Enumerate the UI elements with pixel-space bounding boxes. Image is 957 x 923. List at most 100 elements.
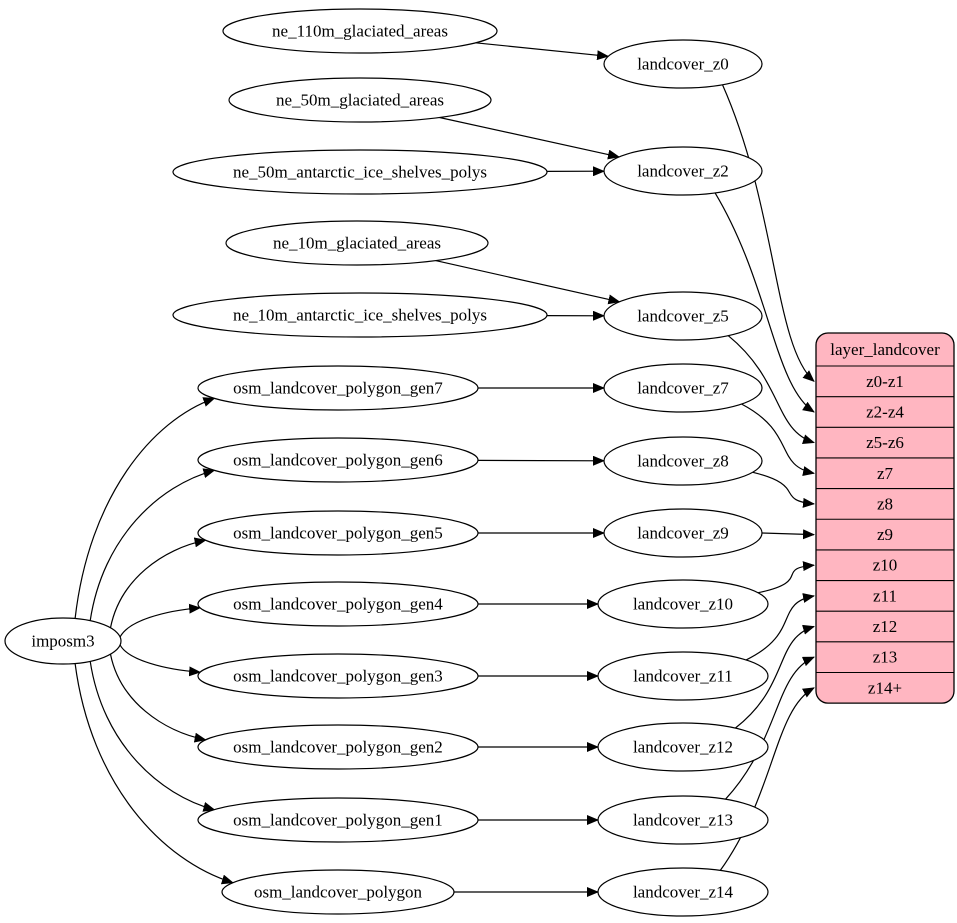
node-label-ne_110m_glaciated_areas: ne_110m_glaciated_areas (272, 22, 448, 41)
node-landcover_z13: landcover_z13 (597, 795, 769, 845)
edge-landcover_z2-to-layer_landcover-z2-z4 (714, 192, 815, 413)
node-label-osm_landcover_polygon_gen7: osm_landcover_polygon_gen7 (233, 379, 443, 398)
node-label-osm_landcover_polygon_gen5: osm_landcover_polygon_gen5 (233, 524, 443, 543)
node-landcover_z2: landcover_z2 (603, 146, 763, 196)
node-ne_50m_antarctic_ice_shelves_polys: ne_50m_antarctic_ice_shelves_polys (172, 149, 548, 195)
node-ellipse-ne_10m_glaciated_areas (225, 220, 489, 266)
node-ellipse-landcover_z13 (597, 795, 769, 845)
node-landcover_z10: landcover_z10 (597, 579, 769, 629)
node-landcover_z0: landcover_z0 (603, 39, 763, 89)
edge-imposm3-to-osm_landcover_polygon_gen4 (119, 603, 202, 638)
table-row-z7: z7 (877, 464, 894, 483)
node-ellipse-osm_landcover_polygon_gen5 (197, 510, 479, 556)
table-row-z12: z12 (873, 617, 898, 636)
node-ellipse-osm_landcover_polygon_gen6 (197, 437, 479, 483)
edge-landcover_z9-to-layer_landcover-z9 (761, 529, 815, 540)
node-ellipse-landcover_z12 (597, 722, 769, 772)
edge-imposm3-to-osm_landcover_polygon_gen5 (109, 537, 207, 628)
node-label-osm_landcover_polygon_gen1: osm_landcover_polygon_gen1 (233, 811, 443, 830)
node-landcover_z8: landcover_z8 (603, 436, 763, 486)
node-label-landcover_z0: landcover_z0 (637, 55, 729, 74)
node-label-osm_landcover_polygon_gen6: osm_landcover_polygon_gen6 (233, 451, 443, 470)
node-label-ne_10m_glaciated_areas: ne_10m_glaciated_areas (273, 234, 441, 253)
node-ellipse-osm_landcover_polygon_gen7 (197, 365, 479, 411)
node-ellipse-ne_10m_antarctic_ice_shelves_polys (172, 292, 548, 338)
node-ne_50m_glaciated_areas: ne_50m_glaciated_areas (228, 77, 492, 123)
node-ellipse-osm_landcover_polygon_gen1 (197, 797, 479, 843)
node-label-landcover_z9: landcover_z9 (637, 524, 729, 543)
edge-ne_10m_glaciated_areas-to-landcover_z5 (435, 260, 621, 305)
table-row-z9: z9 (877, 525, 893, 544)
edge-imposm3-to-osm_landcover_polygon_gen7 (74, 397, 216, 619)
node-ellipse-imposm3 (4, 617, 122, 665)
edge-imposm3-to-osm_landcover_polygon_gen3 (119, 644, 202, 677)
node-ellipse-osm_landcover_polygon_gen4 (197, 581, 479, 627)
node-ellipse-landcover_z0 (603, 39, 763, 89)
node-ne_10m_glaciated_areas: ne_10m_glaciated_areas (225, 220, 489, 266)
node-imposm3: imposm3 (4, 617, 122, 665)
node-osm_landcover_polygon: osm_landcover_polygon (221, 869, 455, 915)
node-ellipse-osm_landcover_polygon_gen2 (197, 724, 479, 770)
node-ne_10m_antarctic_ice_shelves_polys: ne_10m_antarctic_ice_shelves_polys (172, 292, 548, 338)
node-label-landcover_z14: landcover_z14 (633, 883, 734, 902)
node-ellipse-landcover_z2 (603, 146, 763, 196)
table-title: layer_landcover (830, 340, 940, 359)
node-osm_landcover_polygon_gen7: osm_landcover_polygon_gen7 (197, 365, 479, 411)
node-label-ne_50m_antarctic_ice_shelves_polys: ne_50m_antarctic_ice_shelves_polys (233, 163, 487, 182)
edge-imposm3-to-osm_landcover_polygon_gen6 (89, 468, 216, 621)
node-label-landcover_z10: landcover_z10 (633, 595, 733, 614)
edge-ne_110m_glaciated_areas-to-landcover_z0 (475, 42, 610, 61)
edge-imposm3-to-osm_landcover_polygon (74, 663, 234, 885)
node-ellipse-landcover_z9 (603, 508, 763, 558)
node-ellipse-osm_landcover_polygon_gen3 (197, 653, 479, 699)
edge-imposm3-to-osm_landcover_polygon_gen2 (109, 654, 207, 743)
node-ellipse-landcover_z14 (597, 867, 769, 917)
edge-landcover_z14-to-layer_landcover-z14+ (719, 687, 815, 871)
node-label-osm_landcover_polygon_gen2: osm_landcover_polygon_gen2 (233, 738, 443, 757)
edge-landcover_z5-to-layer_landcover-z5-z6 (727, 335, 815, 444)
node-ellipse-osm_landcover_polygon (221, 869, 455, 915)
node-osm_landcover_polygon_gen1: osm_landcover_polygon_gen1 (197, 797, 479, 843)
node-label-osm_landcover_polygon_gen3: osm_landcover_polygon_gen3 (233, 667, 443, 686)
node-label-ne_10m_antarctic_ice_shelves_polys: ne_10m_antarctic_ice_shelves_polys (233, 306, 487, 325)
node-ellipse-landcover_z5 (603, 291, 763, 341)
table-row-z8: z8 (877, 494, 893, 513)
table-layer_landcover: layer_landcover z0-z1 z2-z4 z5-z6 z7 z8 z9 z10 z… (815, 332, 955, 704)
edge-imposm3-to-osm_landcover_polygon_gen1 (89, 661, 216, 812)
edge-landcover_z7-to-layer_landcover-z7 (741, 403, 815, 476)
table-row-z2-z4: z2-z4 (866, 402, 904, 421)
edges-layer (74, 42, 815, 897)
node-label-osm_landcover_polygon_gen4: osm_landcover_polygon_gen4 (233, 595, 443, 614)
node-landcover_z14: landcover_z14 (597, 867, 769, 917)
edge-landcover_z13-to-layer_landcover-z13 (725, 656, 815, 800)
edge-landcover_z8-to-layer_landcover-z8 (752, 471, 815, 508)
node-osm_landcover_polygon_gen2: osm_landcover_polygon_gen2 (197, 724, 479, 770)
node-landcover_z12: landcover_z12 (597, 722, 769, 772)
table-row-z5-z6: z5-z6 (866, 433, 904, 452)
node-label-landcover_z7: landcover_z7 (637, 379, 729, 398)
node-landcover_z11: landcover_z11 (597, 651, 769, 701)
node-osm_landcover_polygon_gen6: osm_landcover_polygon_gen6 (197, 437, 479, 483)
table-row-z10: z10 (873, 556, 898, 575)
node-ellipse-landcover_z8 (603, 436, 763, 486)
table-row-z0-z1: z0-z1 (866, 372, 904, 391)
node-label-landcover_z11: landcover_z11 (633, 667, 732, 686)
node-ellipse-landcover_z11 (597, 651, 769, 701)
table-row-z14+: z14+ (868, 678, 902, 697)
node-ellipse-landcover_z10 (597, 579, 769, 629)
node-label-osm_landcover_polygon: osm_landcover_polygon (254, 883, 423, 902)
node-osm_landcover_polygon_gen5: osm_landcover_polygon_gen5 (197, 510, 479, 556)
node-landcover_z5: landcover_z5 (603, 291, 763, 341)
node-ellipse-landcover_z7 (603, 363, 763, 413)
nodes-layer: ne_110m_glaciated_areas ne_50m_glaciated_… (4, 8, 769, 917)
edge-landcover_z0-to-layer_landcover-z0-z1 (721, 84, 815, 382)
table-outline (815, 332, 955, 704)
edge-landcover_z10-to-layer_landcover-z10 (757, 561, 815, 594)
node-label-ne_50m_glaciated_areas: ne_50m_glaciated_areas (276, 91, 444, 110)
node-label-landcover_z12: landcover_z12 (633, 738, 733, 757)
node-osm_landcover_polygon_gen3: osm_landcover_polygon_gen3 (197, 653, 479, 699)
node-ellipse-ne_110m_glaciated_areas (222, 8, 498, 54)
table-row-z13: z13 (873, 648, 898, 667)
